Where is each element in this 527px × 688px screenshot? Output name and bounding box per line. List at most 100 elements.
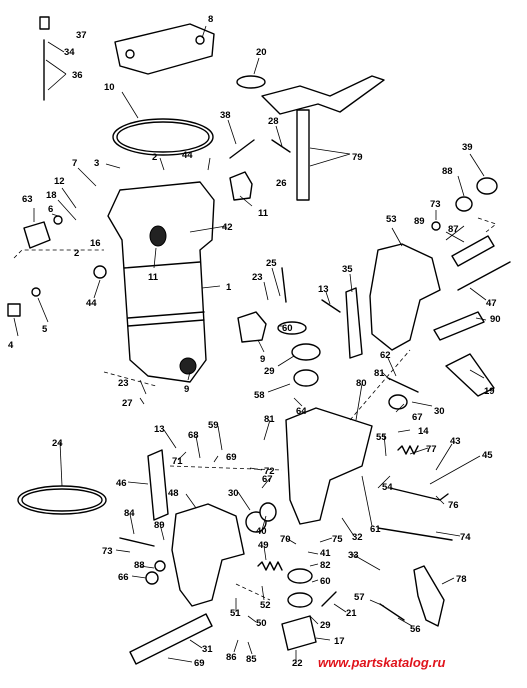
part-plug [7,303,21,317]
callout-21: 21 [346,608,357,619]
callout-18: 18 [46,190,57,201]
dashed-assembly-line [477,217,497,233]
part-spring [257,561,283,571]
part-linkage [389,487,449,501]
part-bolt [229,139,255,159]
part-washer [259,502,277,522]
watermark-text: www.partskatalog.ru [318,655,445,670]
part-pin [271,139,291,153]
callout-42: 42 [222,222,233,233]
callout-70: 70 [280,534,291,545]
callout-63: 63 [22,194,33,205]
callout-20: 20 [256,47,267,58]
callout-16: 16 [90,238,101,249]
dashed-assembly-line [349,349,411,421]
part-large-o-ring-inner [21,488,103,512]
callout-56: 56 [410,624,421,635]
callout-47: 47 [486,298,497,309]
part-housing-seam [123,261,201,269]
part-washer [277,321,307,335]
part-washer [455,196,473,212]
part-exhaust-housing [107,181,215,383]
part-upper-plate [114,23,215,75]
callout-79: 79 [352,152,363,163]
part-o-ring [112,118,214,156]
callout-84: 84 [124,508,135,519]
callout-31: 31 [202,644,213,655]
callout-33: 33 [348,550,359,561]
callout-29: 29 [264,366,275,377]
callout-78: 78 [456,574,467,585]
part-steering-shaft [296,109,310,201]
callout-2: 2 [74,248,79,259]
part-clamp-bracket [285,407,373,525]
callout-90: 90 [490,314,501,325]
part-large-o-ring [17,485,107,515]
part-bolt [119,537,155,547]
callout-19: 19 [484,386,495,397]
part-seal [31,287,41,297]
part-tilt-tube [457,261,511,291]
callout-86: 86 [226,652,237,663]
part-grommet [23,221,51,249]
callout-61: 61 [370,524,381,535]
callout-2: 2 [152,152,157,163]
part-cap [93,265,107,279]
callout-74: 74 [460,532,471,543]
callout-37: 37 [76,30,87,41]
callout-35: 35 [342,264,353,275]
part-cap [154,560,166,572]
part-pin [321,591,337,607]
callout-29: 29 [320,620,331,631]
callout-44: 44 [182,150,193,161]
callout-12: 12 [54,176,65,187]
part-ring [287,592,313,608]
part-o-ring-inner [116,121,210,153]
callout-67: 67 [262,474,273,485]
callout-26: 26 [276,178,287,189]
callout-46: 46 [116,478,127,489]
callout-59: 59 [208,420,219,431]
callout-43: 43 [450,436,461,447]
dashed-assembly-line [103,371,157,387]
callout-87: 87 [448,224,459,235]
callout-17: 17 [334,636,345,647]
callout-22: 22 [292,658,303,669]
part-bushing [291,343,321,361]
callout-69: 69 [226,452,237,463]
callout-66: 66 [118,572,129,583]
callout-75: 75 [332,534,343,545]
part-cap [39,16,50,30]
part-washer [431,221,441,231]
callout-72: 72 [264,466,275,477]
callout-85: 85 [246,654,257,665]
part-mount-boss [179,357,197,375]
callout-64: 64 [296,406,307,417]
part-lower-mount [237,311,267,343]
part-pin [379,603,405,621]
callout-34: 34 [64,47,75,58]
callout-69: 69 [194,658,205,669]
callout-7: 7 [72,158,77,169]
callout-77: 77 [426,444,437,455]
part-lever [345,287,363,359]
callout-40: 40 [256,526,267,537]
callout-41: 41 [320,548,331,559]
part-stern-bracket [171,503,245,607]
part-rubber-mount [229,171,253,201]
callout-68: 68 [188,430,199,441]
callout-6: 6 [48,204,53,215]
callout-30: 30 [434,406,445,417]
callout-51: 51 [230,608,241,619]
callout-57: 57 [354,592,365,603]
callout-49: 49 [258,540,269,551]
callout-14: 14 [418,426,429,437]
callout-73: 73 [102,546,113,557]
callout-71: 71 [172,456,183,467]
callout-11: 11 [148,272,159,283]
callout-67: 67 [412,412,423,423]
callout-89: 89 [154,520,165,531]
callout-9: 9 [184,384,189,395]
part-tilt-lever [413,565,445,627]
